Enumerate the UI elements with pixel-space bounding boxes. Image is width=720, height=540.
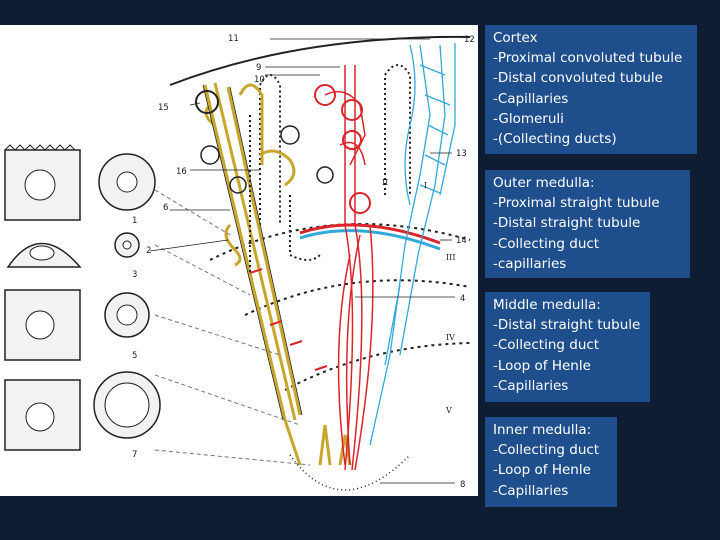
nephron-diagram: 11 12 9 10 15 16 6 1 2 3 5 7 13 14 4 8 I… <box>4 34 475 491</box>
glomerulus-red-2 <box>341 99 363 121</box>
label-16: 16 <box>176 167 187 177</box>
label-9: 9 <box>256 63 261 73</box>
label-3: 3 <box>132 270 137 280</box>
tubule-cross-sections <box>93 153 161 439</box>
dotted-loop-right <box>384 64 411 195</box>
label-6: 6 <box>163 203 168 213</box>
cortex-item: -Proximal convoluted tubule <box>493 50 683 67</box>
glomerulus-red-3 <box>342 130 362 150</box>
middle-medulla-dashed-boundary <box>284 342 471 391</box>
middle-medulla-info-box: Middle medulla: -Distal straight tubule … <box>485 292 650 402</box>
inner-medulla-title: Inner medulla: <box>493 422 592 438</box>
outer-medulla-title: Outer medulla: <box>493 175 595 191</box>
label-1: 1 <box>132 216 137 226</box>
blue-vessel-network <box>369 43 456 446</box>
dotted-loop-left <box>259 74 281 225</box>
leader-lines <box>154 189 311 466</box>
label-2: 2 <box>146 246 151 256</box>
kidney-nephron-figure: 11 12 9 10 15 16 6 1 2 3 5 7 13 14 4 8 I… <box>0 25 478 496</box>
region-III: III <box>446 253 455 262</box>
kidney-capsule-line <box>169 35 471 86</box>
cortex-item: -(Collecting ducts) <box>493 131 617 148</box>
cortex-item: -Glomeruli <box>493 110 564 127</box>
middle-medulla-item: -Collecting duct <box>493 337 600 354</box>
cortex-title: Cortex <box>493 30 538 46</box>
outer-medulla-item: -Collecting duct <box>493 235 600 252</box>
outer-medulla-item: -capillaries <box>493 255 567 272</box>
nephron-tubule <box>203 82 352 466</box>
glomerulus-red-1 <box>314 84 336 106</box>
cortex-item: -Distal convoluted tubule <box>493 70 663 87</box>
label-14: 14 <box>456 236 467 246</box>
cell-illustration-3 <box>4 289 81 361</box>
red-tick-marks <box>249 268 328 371</box>
glomerulus-dark <box>195 90 219 114</box>
red-blood-vessels <box>324 65 374 471</box>
label-5: 5 <box>132 351 137 361</box>
label-15: 15 <box>158 103 169 113</box>
dotted-lines <box>249 115 321 275</box>
inner-medulla-info-box: Inner medulla: -Collecting duct -Loop of… <box>485 417 617 507</box>
inner-medulla-item: -Loop of Henle <box>493 462 591 479</box>
cell-illustration-4 <box>4 379 81 451</box>
label-7: 7 <box>132 450 137 460</box>
outer-medulla-item: -Distal straight tubule <box>493 215 641 232</box>
middle-medulla-title: Middle medulla: <box>493 297 601 313</box>
cortex-item: -Capillaries <box>493 90 569 107</box>
cell-illustration-1 <box>4 144 81 221</box>
region-I: I <box>424 181 427 190</box>
label-10: 10 <box>254 75 265 85</box>
region-IV: IV <box>446 333 455 342</box>
outer-medulla-info-box: Outer medulla: -Proximal straight tubule… <box>485 170 690 278</box>
inner-medulla-item: -Capillaries <box>493 482 569 499</box>
middle-medulla-item: -Distal straight tubule <box>493 317 641 334</box>
tubule-outline <box>202 84 303 421</box>
middle-medulla-item: -Loop of Henle <box>493 357 591 374</box>
inner-medulla-item: -Collecting duct <box>493 442 600 459</box>
middle-medulla-item: -Capillaries <box>493 377 569 394</box>
label-8: 8 <box>460 480 465 490</box>
outer-medulla-item: -Proximal straight tubule <box>493 195 660 212</box>
label-11: 11 <box>228 34 239 44</box>
tubule-lumens <box>104 171 150 428</box>
label-4: 4 <box>460 294 465 304</box>
arcuate-vein-line <box>299 229 441 251</box>
glomerulus-red-4 <box>349 192 371 214</box>
cortex-circles <box>200 125 334 194</box>
cell-illustration-2 <box>6 242 82 268</box>
region-II: II <box>382 178 388 187</box>
number-leader-lines <box>149 38 455 484</box>
cortex-info-box: Cortex -Proximal convoluted tubule -Dist… <box>485 25 697 154</box>
label-13: 13 <box>456 149 467 159</box>
outer-medulla-dashed-boundary <box>244 279 471 316</box>
region-V: V <box>445 406 452 415</box>
label-12: 12 <box>464 35 475 45</box>
